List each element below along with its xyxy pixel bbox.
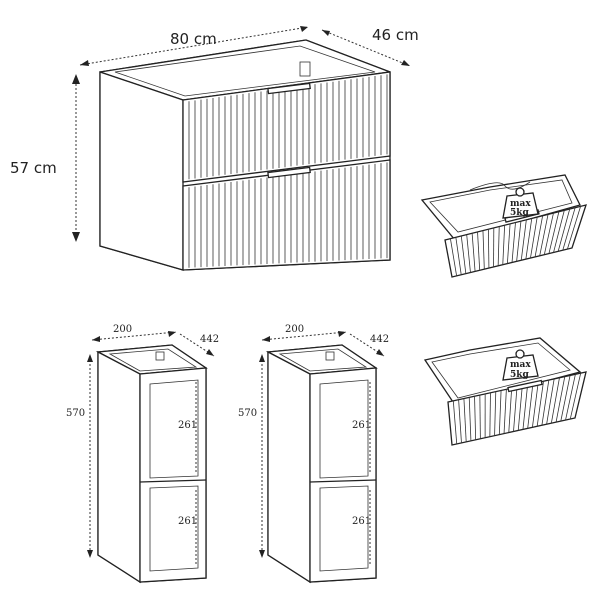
back-notch — [299, 61, 311, 77]
flute-line — [555, 376, 566, 423]
flute-line — [522, 384, 529, 430]
flute-line — [455, 237, 462, 275]
flute-line — [513, 386, 518, 432]
flute-line — [450, 238, 458, 276]
main-cabinet: 80 cm 46 cm 57 cm — [10, 26, 419, 271]
weight-value-label: 5kg — [510, 208, 529, 218]
flute-line — [452, 400, 458, 444]
lower-drawer-handle — [267, 166, 311, 179]
flute-line — [511, 222, 516, 263]
width-dimension-line — [79, 26, 309, 66]
flute-line — [567, 206, 581, 250]
flute-line — [508, 388, 513, 433]
flute-line — [527, 383, 534, 429]
flute-line — [468, 397, 472, 441]
flute-line — [562, 207, 576, 251]
cabinet-side-panel — [99, 71, 184, 271]
flute-line — [502, 225, 506, 265]
flute-line — [560, 375, 571, 422]
flute-line — [474, 396, 477, 440]
upper-drawer-front — [182, 71, 391, 183]
drawer-front-top — [444, 204, 587, 278]
weight-max-label: max — [510, 360, 531, 370]
flute-line — [477, 231, 481, 271]
upper-drawer-handle — [267, 82, 311, 95]
flute-line — [550, 377, 560, 424]
flute-line — [471, 233, 476, 272]
shelf-depth-label: 442 — [370, 334, 389, 345]
flute-line — [543, 212, 554, 255]
flute-line — [541, 380, 550, 426]
flute-line — [557, 208, 571, 252]
flute-line — [489, 392, 491, 437]
flute-line — [517, 385, 523, 431]
flute-line — [482, 230, 485, 270]
flute-line — [498, 390, 502, 435]
weight-icon-bottom — [502, 354, 539, 381]
flute-line — [487, 229, 490, 269]
flute-line — [503, 389, 507, 434]
flute-line — [516, 221, 522, 262]
flute-line — [565, 374, 576, 421]
shelf-unit-right: 200 442 570 261 261 — [238, 324, 389, 584]
flute-line — [534, 215, 544, 257]
weight-value-label: 5kg — [510, 370, 529, 380]
flute-line — [497, 226, 500, 266]
upper-compartment-label: 261 — [178, 420, 197, 431]
depth-label: 46 cm — [372, 26, 419, 44]
drawer-detail-top: max 5kg — [420, 174, 587, 278]
weight-icon-top — [502, 192, 539, 219]
shelf-width-label: 200 — [113, 324, 132, 335]
flute-line — [553, 210, 565, 253]
flute-line — [458, 399, 462, 443]
flute-line — [548, 211, 560, 254]
shelf-unit-left: 200 442 570 261 261 — [66, 324, 219, 584]
shelf-height-label: 570 — [238, 408, 257, 419]
lower-drawer-front — [182, 159, 391, 271]
flute-line — [466, 234, 471, 273]
flute-line — [532, 382, 539, 428]
shelf-width-label: 200 — [285, 324, 304, 335]
flute-line — [546, 378, 555, 425]
lower-compartment-label: 261 — [178, 516, 197, 527]
flute-line — [460, 235, 467, 274]
lower-compartment-label: 261 — [352, 516, 371, 527]
flute-line — [479, 395, 481, 439]
width-label: 80 cm — [170, 30, 217, 48]
flute-line — [463, 398, 467, 442]
flute-line — [569, 373, 582, 420]
flute-line — [494, 391, 497, 436]
flute-line — [520, 219, 527, 261]
flute-line — [506, 223, 511, 264]
height-label: 57 cm — [10, 159, 57, 177]
flute-line — [525, 218, 533, 260]
weight-max-label: max — [510, 199, 531, 209]
upper-compartment-label: 261 — [352, 420, 371, 431]
flute-line — [539, 214, 549, 256]
flute-line — [530, 217, 538, 259]
shelf-height-label: 570 — [66, 408, 85, 419]
drawer-detail-bottom: max 5kg — [423, 337, 587, 446]
lower-drawer-fluting — [188, 162, 388, 268]
shelf-depth-label: 442 — [200, 334, 219, 345]
upper-drawer-fluting — [188, 74, 388, 180]
drawer-handle-bottom — [507, 379, 543, 393]
flute-line — [536, 381, 544, 427]
